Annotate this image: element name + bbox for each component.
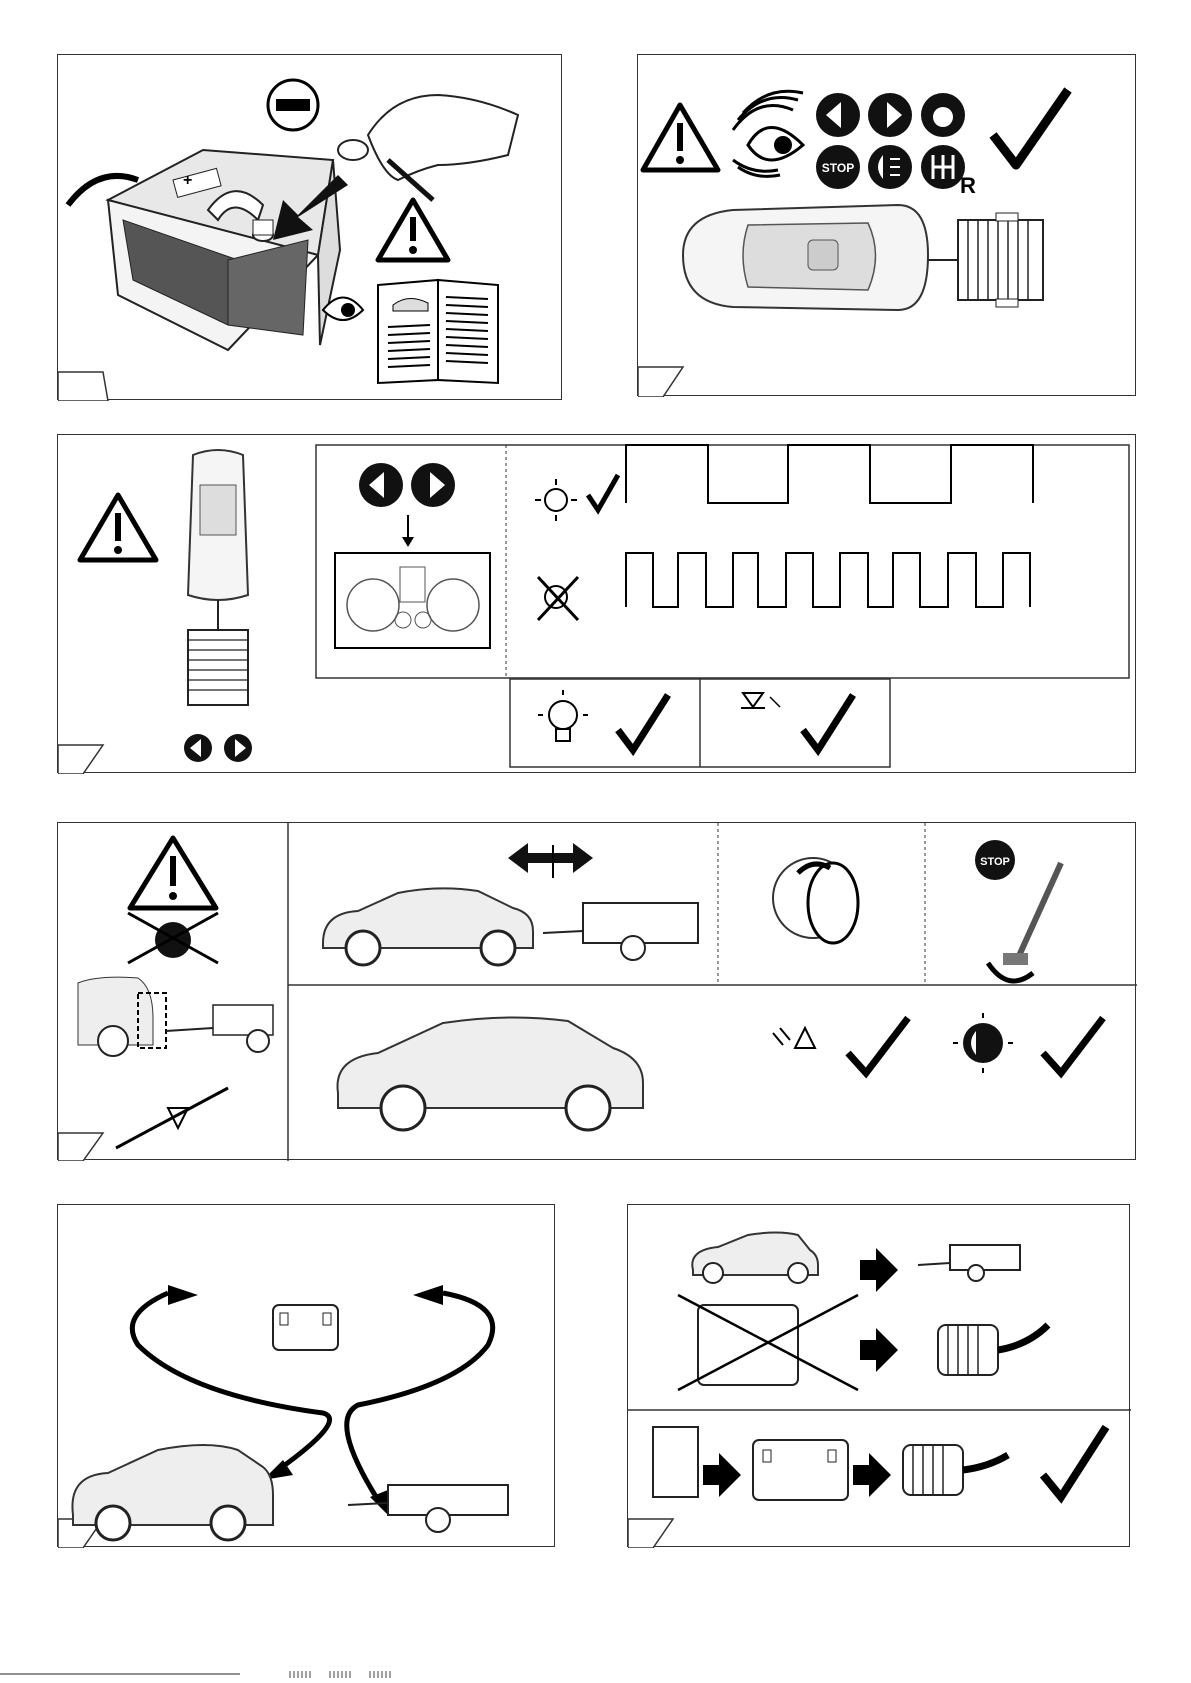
fog-light-crossed-icon [128, 913, 218, 963]
curved-arrow-right [347, 1293, 493, 1500]
right-indicator-icon [411, 463, 455, 507]
panel-tab [628, 1519, 673, 1548]
right-indicator-icon [224, 734, 252, 762]
arrow-icon [703, 1453, 741, 1497]
car-side-view [323, 888, 533, 965]
car-side-view-large [338, 1017, 644, 1130]
arrow-icon [860, 1328, 898, 1372]
checkmark-icon [848, 1018, 908, 1073]
brake-pedal-icon [988, 863, 1061, 981]
car-rear-with-trailer [78, 977, 273, 1056]
arrow-icon [853, 1453, 891, 1497]
right-indicator-icon [868, 93, 912, 137]
panel-socket-connection [57, 1204, 555, 1547]
panel-indicator-flash-test [57, 434, 1136, 773]
reverse-label: R [960, 173, 976, 198]
socket-icon [273, 1305, 338, 1350]
panel-tab [58, 745, 103, 774]
eye-icon [733, 91, 803, 176]
trailer-side-view [543, 903, 698, 960]
minus-sign-icon [268, 80, 318, 130]
manual-book-icon [378, 280, 498, 383]
panel-tab [58, 1133, 103, 1161]
warning-icon [643, 105, 718, 170]
panel-adapter-connection [627, 1204, 1130, 1547]
car-top-view [683, 205, 928, 310]
battery-icon: + [108, 150, 340, 350]
trailer-detection-illustration: STOP [58, 823, 1137, 1161]
adapter-icon [753, 1440, 848, 1500]
trailer-side-view [918, 1245, 1020, 1281]
fog-light-icon [868, 145, 912, 189]
parking-sensor-crossed-icon [116, 1088, 228, 1148]
socket-connection-illustration [58, 1205, 556, 1548]
panel-battery-disconnect: + [57, 54, 562, 400]
instrument-cluster-icon [335, 553, 490, 648]
battery-illustration: + [58, 55, 563, 401]
panel-trailer-detection: STOP [57, 822, 1136, 1160]
arrow-icon [860, 1248, 898, 1292]
adapter-connection-illustration [628, 1205, 1131, 1548]
checkmark-icon [993, 90, 1068, 165]
warning-icon [378, 200, 448, 260]
fog-light-icon [953, 1013, 1013, 1073]
warning-icon [130, 838, 216, 908]
plug-icon [938, 1325, 1048, 1375]
panel-tab [638, 367, 683, 397]
fast-flash-waveform [626, 553, 1030, 607]
car-top-view [188, 450, 248, 600]
plus-label: + [183, 172, 192, 189]
reverse-gear-icon: R [921, 145, 976, 198]
warning-icon [80, 495, 156, 560]
stop-icon: STOP [816, 145, 860, 189]
left-indicator-icon [816, 93, 860, 137]
ignition-key-icon [773, 858, 858, 943]
socket-icon [653, 1427, 698, 1497]
panel-lights-check: STOP R [637, 54, 1136, 396]
parking-sensor-icon [773, 1028, 815, 1048]
panel-tab [58, 372, 108, 401]
trailer-top-view [188, 630, 248, 705]
stop-label: STOP [980, 856, 1010, 868]
checkmark-icon [1043, 1427, 1106, 1497]
socket-icon [678, 1295, 858, 1390]
position-light-icon [921, 93, 965, 137]
hand-icon [338, 95, 518, 200]
plug-icon [903, 1445, 1008, 1495]
checkmark-icon [1043, 1018, 1103, 1073]
left-indicator-icon [184, 734, 212, 762]
car-side-view [692, 1233, 818, 1284]
footer-barcode-strip [0, 1668, 1191, 1683]
stop-icon: STOP [975, 840, 1015, 880]
car-side-view [72, 1445, 273, 1540]
trailer-top-view [958, 213, 1043, 307]
indicator-fail-icon [538, 577, 578, 620]
indicator-ok-icon [535, 475, 618, 521]
slow-flash-waveform [626, 445, 1033, 503]
lights-check-illustration: STOP R [638, 55, 1137, 397]
double-arrow-icon [508, 843, 593, 878]
left-indicator-icon [359, 463, 403, 507]
stop-label: STOP [822, 161, 854, 175]
indicator-flash-illustration [58, 435, 1137, 774]
